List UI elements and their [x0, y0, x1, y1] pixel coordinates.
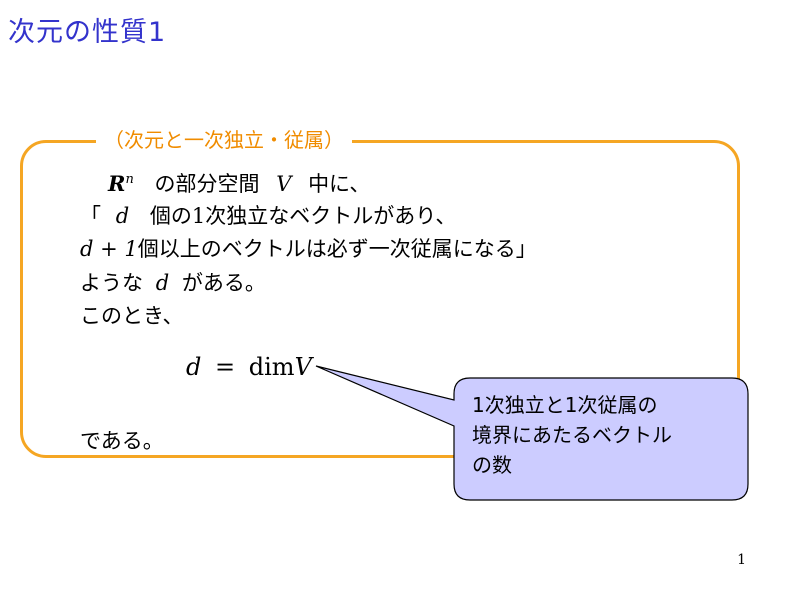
callout-line-3: の数	[472, 453, 512, 477]
line-1-text-a: の部分空間	[154, 172, 260, 196]
formula-dim: dim	[248, 353, 295, 381]
line-2-text-a: 個の	[149, 204, 192, 228]
math-d-plus-1: d + 1	[80, 237, 138, 261]
formula-lhs: d	[186, 353, 202, 381]
line-1-text-b: 中に、	[308, 172, 371, 196]
line-3-text: 個以上のベクトルは必ず一次従属になる」	[137, 237, 537, 261]
formula-eq: =	[215, 353, 236, 381]
callout-line-2: 境界にあたるベクトル	[472, 423, 672, 447]
callout-text: 1次独立と1次従属の 境界にあたるベクトル の数	[472, 390, 732, 480]
slide-title: 次元の性質1	[8, 17, 167, 48]
callout-shape	[315, 365, 749, 501]
line-2-text-b: 次独立なベクトルがあり、	[205, 204, 457, 228]
definition-box-label: （次元と一次独立・従属）	[96, 124, 352, 153]
line-4-text-b: がある。	[181, 271, 266, 295]
line-2-open-bracket: 「	[80, 204, 101, 228]
math-d-2: d	[155, 271, 170, 295]
line-4: ような d がある。	[80, 267, 266, 297]
definition-box	[20, 140, 740, 458]
math-d: d	[115, 204, 130, 228]
line-2: 「 d 個の1次独立なベクトルがあり、	[80, 200, 456, 230]
page-number: 1	[737, 552, 746, 568]
math-R: R	[108, 171, 126, 196]
formula: d = dimV	[186, 353, 312, 381]
line-3: d + 1個以上のベクトルは必ず一次従属になる」	[80, 233, 537, 263]
line-5: このとき、	[80, 304, 184, 328]
num-1: 1	[191, 204, 206, 228]
line-4-text-a: ような	[80, 271, 143, 295]
formula-rhs: V	[294, 353, 312, 381]
math-V: V	[276, 172, 292, 196]
callout-line-1: 1次独立と1次従属の	[472, 393, 658, 417]
line-6: である。	[80, 429, 164, 453]
line-1: Rn の部分空間 V 中に、	[108, 168, 370, 198]
math-n: n	[125, 172, 134, 187]
